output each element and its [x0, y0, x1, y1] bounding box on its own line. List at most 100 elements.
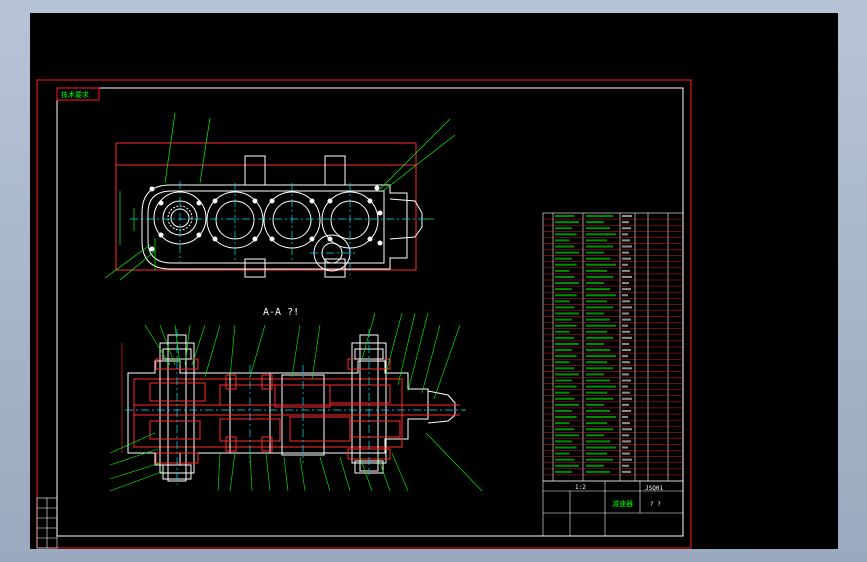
parts-row-glyph	[586, 409, 610, 412]
parts-row-glyph	[586, 446, 616, 449]
tag-label: 技术要求	[61, 90, 89, 99]
parts-row-glyph	[586, 275, 613, 278]
section-centerlines	[125, 329, 466, 485]
title-block	[542, 480, 684, 537]
title-part-name: 减速器	[612, 499, 633, 508]
sheet-border-outer	[36, 79, 692, 549]
revision-block	[36, 497, 58, 549]
parts-row-glyph	[622, 294, 628, 297]
parts-row-glyph	[586, 355, 616, 358]
parts-row-glyph	[555, 379, 572, 382]
parts-row-glyph	[622, 470, 631, 473]
parts-row-glyph	[555, 422, 570, 425]
parts-row-glyph	[555, 470, 572, 473]
parts-row-glyph	[586, 227, 610, 230]
parts-row-glyph	[622, 233, 628, 236]
parts-row-glyph	[622, 306, 632, 309]
title-drawing-code: JSQ01	[645, 485, 663, 492]
parts-row-glyph	[586, 361, 607, 364]
parts-row-glyph	[586, 452, 607, 455]
section-leaders	[109, 312, 483, 492]
parts-row-glyph	[622, 245, 632, 248]
parts-row-glyph	[555, 428, 575, 431]
parts-row-glyph	[622, 452, 630, 455]
top-view-centerlines	[130, 181, 430, 275]
parts-row-glyph	[622, 342, 629, 345]
parts-row-glyph	[555, 403, 579, 406]
parts-row-glyph	[586, 416, 616, 419]
parts-row-glyph	[586, 257, 610, 260]
parts-row-glyph	[555, 318, 572, 321]
parts-row-glyph	[586, 300, 607, 303]
parts-row-glyph	[622, 385, 628, 388]
parts-row-glyph	[586, 373, 604, 376]
parts-row-glyph	[622, 446, 628, 449]
parts-row-glyph	[586, 221, 604, 224]
parts-row-glyph	[622, 422, 630, 425]
parts-row-glyph	[586, 251, 604, 254]
parts-row-glyph	[586, 403, 604, 406]
parts-row-glyph	[622, 349, 631, 352]
parts-row-glyph	[622, 367, 632, 370]
parts-row-glyph	[586, 349, 610, 352]
parts-row-glyph	[622, 428, 632, 431]
parts-row-glyph	[622, 355, 628, 358]
parts-row-glyph	[555, 330, 570, 333]
parts-row-glyph	[622, 391, 630, 394]
parts-row-glyph	[586, 422, 607, 425]
parts-row-glyph	[622, 275, 632, 278]
parts-row-glyph	[555, 215, 575, 218]
parts-row-glyph	[622, 215, 632, 218]
parts-row-glyph	[586, 397, 613, 400]
cad-viewport[interactable]: 技术要求	[30, 13, 838, 549]
parts-row-glyph	[586, 312, 604, 315]
parts-row-glyph	[586, 336, 613, 339]
parts-row-glyph	[555, 385, 577, 388]
parts-row-glyph	[622, 464, 629, 467]
parts-row-glyph	[622, 416, 628, 419]
parts-row-glyph	[622, 239, 630, 242]
parts-row-glyph	[555, 397, 575, 400]
parts-row-glyph	[586, 282, 604, 285]
parts-row-glyph	[555, 416, 577, 419]
parts-row-glyph	[622, 263, 628, 266]
parts-row-glyph	[622, 409, 631, 412]
parts-row-glyph	[586, 324, 616, 327]
section-view	[127, 334, 460, 482]
parts-row-glyph	[586, 294, 616, 297]
parts-row-glyph	[555, 294, 577, 297]
parts-row-glyph	[555, 342, 579, 345]
parts-row-glyph	[586, 239, 607, 242]
parts-row-glyph	[586, 385, 616, 388]
parts-row-glyph	[555, 245, 575, 248]
parts-row-glyph	[586, 391, 607, 394]
parts-row-glyph	[622, 257, 631, 260]
parts-row-glyph	[622, 312, 629, 315]
parts-row-glyph	[586, 215, 613, 218]
parts-row-glyph	[622, 318, 631, 321]
parts-row-glyph	[555, 269, 570, 272]
parts-row-glyph	[555, 324, 577, 327]
parts-row-glyph	[555, 300, 570, 303]
parts-row-glyph	[586, 233, 616, 236]
parts-row-glyph	[586, 367, 613, 370]
parts-row-glyph	[555, 239, 570, 242]
parts-row-glyph	[622, 300, 630, 303]
parts-row-glyph	[622, 282, 629, 285]
top-view	[115, 142, 423, 278]
parts-row-glyph	[622, 440, 631, 443]
parts-row-glyph	[555, 288, 572, 291]
parts-row-glyph	[586, 458, 613, 461]
parts-row-glyph	[555, 409, 572, 412]
parts-list-rows	[543, 215, 683, 476]
parts-row-glyph	[555, 233, 577, 236]
parts-row-glyph	[555, 275, 575, 278]
parts-row-glyph	[555, 434, 579, 437]
parts-row-glyph	[555, 446, 577, 449]
parts-row-glyph	[622, 336, 632, 339]
parts-row-glyph	[555, 263, 577, 266]
title-sheet-mark: ? ?	[650, 501, 661, 508]
parts-row-glyph	[622, 403, 629, 406]
parts-row-glyph	[622, 373, 629, 376]
parts-row-glyph	[586, 342, 604, 345]
